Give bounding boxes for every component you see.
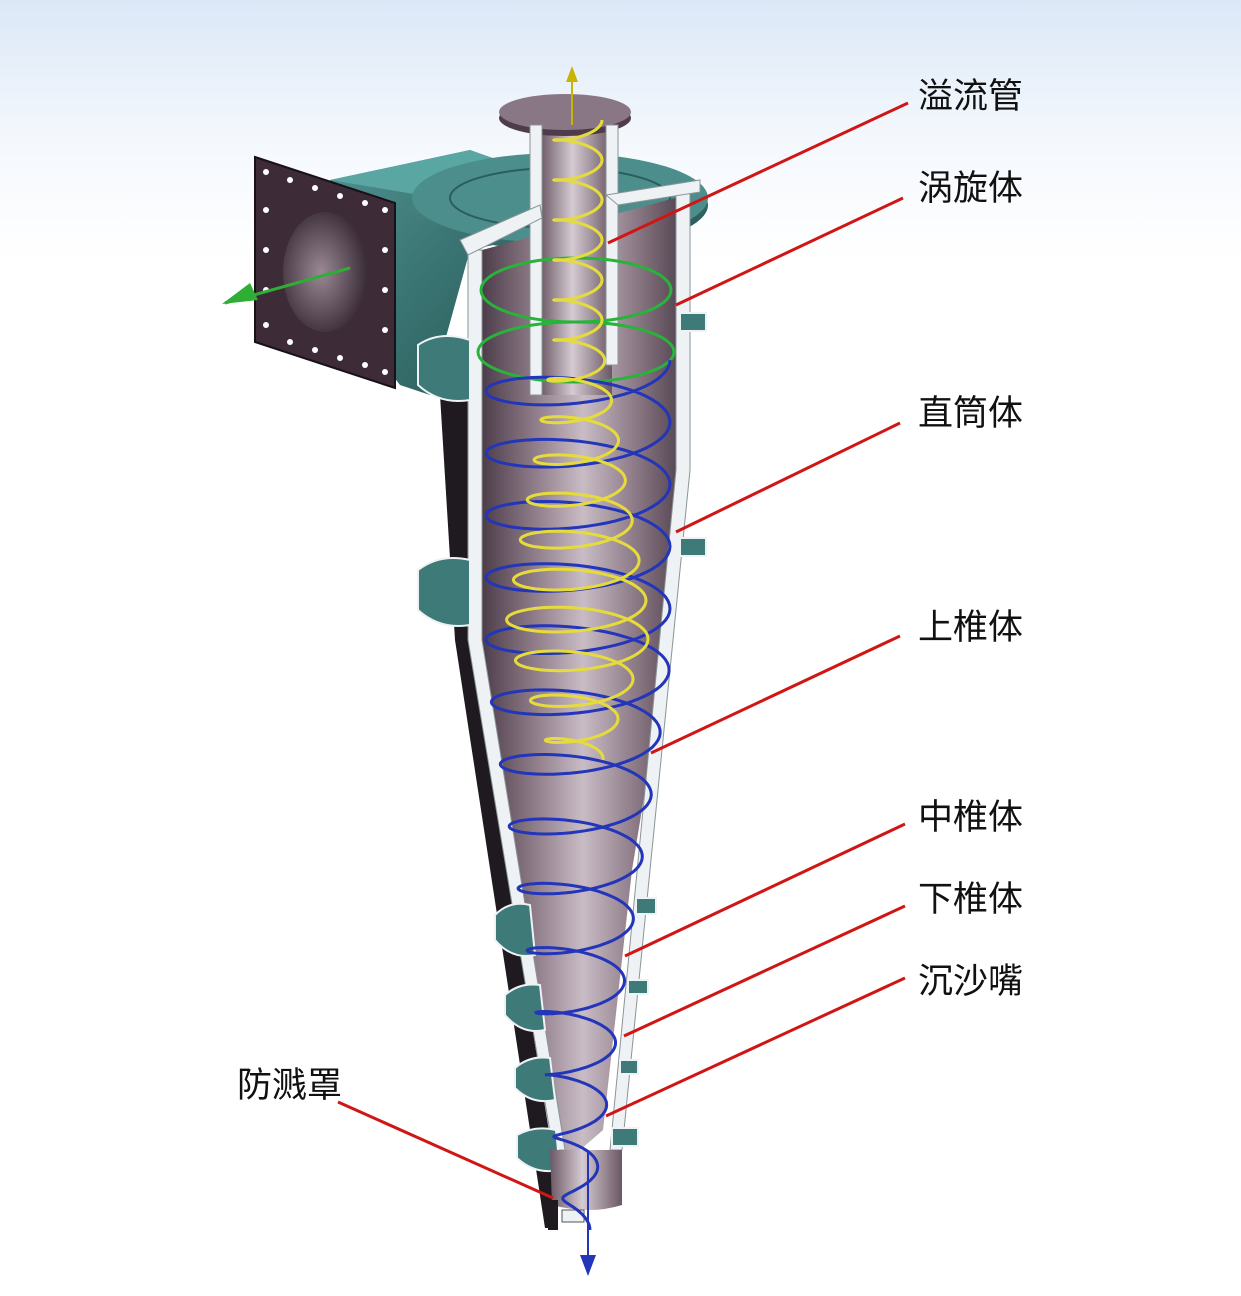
label-vortex-body: 涡旋体 [918,169,1024,209]
leader-vortex-body [675,196,904,307]
label-straight-cylinder: 直筒体 [918,394,1024,434]
leader-straight-cylinder [675,421,901,534]
label-overflow-pipe: 溢流管 [918,77,1024,117]
inner-vortex-spiral [505,119,650,761]
label-sand-nozzle: 沉沙嘴 [918,962,1024,1002]
label-middle-cone: 中椎体 [918,798,1024,838]
label-upper-cone: 上椎体 [918,608,1024,648]
leader-lines [337,101,909,1200]
shell-walls [459,124,701,1151]
label-splash-guard: 防溅罩 [237,1066,343,1106]
leader-overflow-pipe [607,101,909,245]
inlet-bolt-holes [263,169,388,375]
inlet-flange-plate [254,155,396,390]
outer-vortex-path [484,359,672,1231]
leader-lower-cone [623,904,906,1038]
leader-upper-cone [650,634,901,755]
inlet-flow-arrow [222,266,351,305]
underflow-arrow [580,1150,596,1276]
leader-splash-guard [337,1100,554,1200]
outer-vortex-spiral [484,359,672,1231]
left-flanges [417,335,562,1173]
label-lower-cone: 下椎体 [918,880,1024,920]
inner-vortex-path [505,119,650,761]
leader-sand-nozzle [605,976,906,1118]
right-flanges [611,312,707,1147]
overflow-arrow [566,66,578,125]
leader-middle-cone [624,822,906,958]
